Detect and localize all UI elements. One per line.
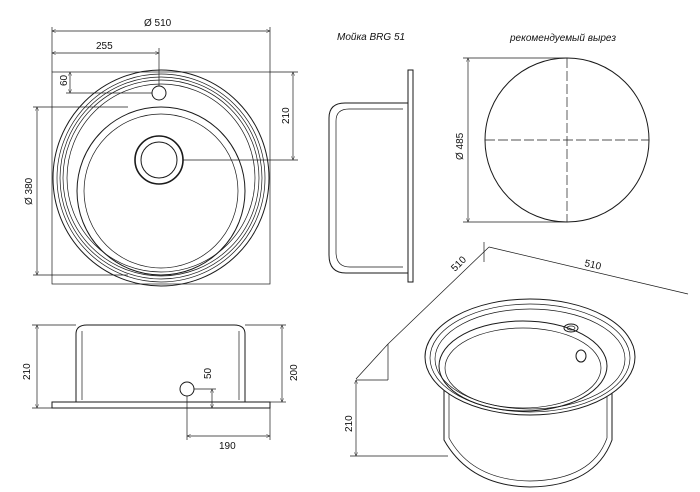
iso-bowl-inner <box>444 327 602 409</box>
bowl-inner-circle <box>83 113 239 269</box>
dim-front-depth-label: 200 <box>289 364 300 381</box>
side-bowl-inner <box>335 108 403 268</box>
dim-iso-width-right-label: 510 <box>583 258 602 273</box>
front-flange <box>51 401 271 409</box>
cutout-title: рекомендуемый вырез <box>509 33 616 44</box>
front-drain-hole <box>179 381 195 397</box>
dim-front-height-label: 210 <box>22 363 33 380</box>
drain-inner-circle <box>140 141 178 179</box>
tap-hole-circle <box>151 85 167 101</box>
top-view: Ø 510 255 60 210 Ø 380 <box>24 18 298 287</box>
dim-drain-from-right-label: 190 <box>219 441 236 452</box>
isometric-view: 210 510 510 <box>344 242 689 488</box>
side-bowl-outer <box>328 102 408 274</box>
top-view-square <box>51 71 271 285</box>
dim-top-width-label: Ø 510 <box>144 18 172 29</box>
dim-cutout-label: Ø 485 <box>455 132 466 160</box>
front-view: 210 200 50 190 <box>22 324 300 452</box>
dim-bowl-label: Ø 380 <box>24 177 35 205</box>
side-section-view <box>328 69 414 283</box>
dim-drain-x-label: 255 <box>96 41 113 52</box>
dim-drain-y-label: 210 <box>281 107 292 124</box>
iso-rim-ring-3 <box>434 308 626 410</box>
rim-ring-3 <box>59 76 263 280</box>
side-flange <box>407 69 414 283</box>
dim-iso-height-label: 210 <box>344 415 355 432</box>
dim-hole-y-label: 60 <box>59 74 70 86</box>
iso-rim-ring-2 <box>429 303 631 413</box>
iso-bowl-opening <box>438 320 608 412</box>
rim-ring-5 <box>66 83 256 273</box>
bowl-circle <box>76 106 246 276</box>
model-title: Мойка BRG 51 <box>337 32 405 43</box>
iso-rim-outer <box>424 298 636 416</box>
rim-outer-circle <box>52 69 270 287</box>
cutout-view: Ø 485 <box>455 57 650 223</box>
front-bowl-outer <box>75 324 246 402</box>
drain-outer-circle <box>134 135 184 185</box>
iso-overflow-hole <box>575 349 587 363</box>
rim-ring-4 <box>62 79 260 277</box>
dim-hole-height-label: 50 <box>203 367 214 379</box>
dim-iso-width-left-label: 510 <box>449 254 469 274</box>
iso-tap-hole <box>563 323 579 333</box>
rim-ring-2 <box>56 73 266 283</box>
